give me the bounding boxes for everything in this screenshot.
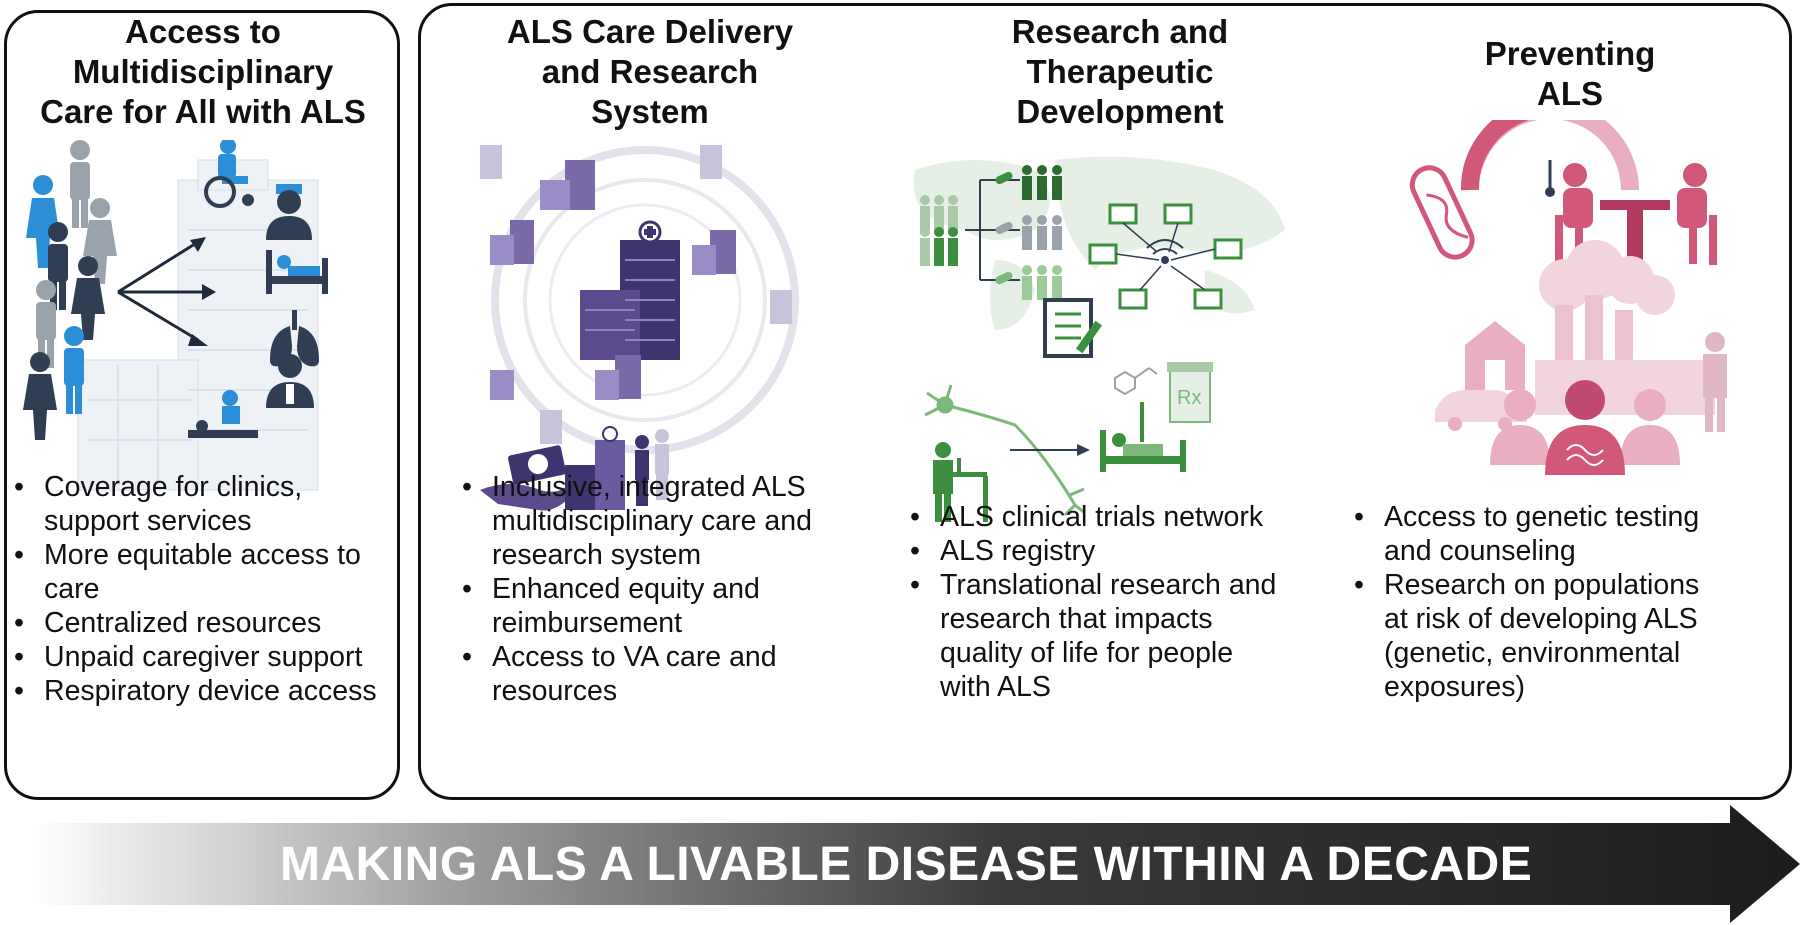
banner-arrow	[30, 805, 1800, 923]
gauge-icon	[1460, 120, 1639, 197]
people-group-icon	[23, 140, 117, 440]
column-4-title: Preventing ALS	[1484, 35, 1656, 112]
column-1-bullets: Coverage for clinics,support services Mo…	[10, 470, 390, 708]
factory-icon	[1535, 240, 1715, 415]
prevention-illustration	[1409, 120, 1727, 475]
bullet-item: ALS clinical trials network	[906, 500, 1296, 534]
wheelchair-icon	[204, 140, 254, 208]
bullet-item: Coverage for clinics,support services	[10, 470, 390, 538]
patient-bed-icon	[1100, 402, 1186, 472]
doctor-icon	[266, 354, 314, 408]
column-1-title: Access to Multidisciplinary Care for All…	[40, 13, 366, 130]
banner-text: MAKING ALS A LIVABLE DISEASE WITHIN A DE…	[280, 838, 1533, 891]
trial-groups-icon	[920, 165, 1062, 300]
network-computers-icon	[1088, 203, 1243, 310]
dna-tube-icon	[1409, 165, 1475, 260]
column-3-bullets: ALS clinical trials network ALS registry…	[906, 500, 1296, 704]
barn-icon	[1465, 321, 1525, 390]
hospital-network-icon	[480, 145, 799, 454]
checklist-icon	[1043, 298, 1103, 358]
dna-people-icon	[1490, 380, 1680, 475]
column-2-bullets: Inclusive, integrated ALSmultidisciplina…	[458, 470, 848, 708]
column-3-title: Research and Therapeutic Development	[1011, 13, 1229, 130]
therapy-icon	[188, 390, 258, 438]
hospital-bed-icon	[266, 250, 328, 294]
bullet-item: Inclusive, integrated ALSmultidisciplina…	[458, 470, 848, 572]
soldier-icon	[1703, 332, 1727, 432]
arrows-icon	[117, 237, 216, 346]
bullet-item: Respiratory device access	[10, 674, 390, 708]
prescription-icon: Rx	[1114, 362, 1213, 423]
bullet-item: ALS registry	[906, 534, 1296, 568]
counseling-icon	[1555, 163, 1717, 265]
bullet-item: Unpaid caregiver support	[10, 640, 390, 674]
column-2-title: ALS Care Delivery and Research System	[506, 13, 794, 130]
nurse-icon	[266, 184, 312, 240]
access-care-illustration	[23, 140, 328, 491]
bullet-item: Centralized resources	[10, 606, 390, 640]
svg-text:Rx: Rx	[1177, 387, 1201, 409]
research-illustration: Rx	[913, 156, 1285, 522]
